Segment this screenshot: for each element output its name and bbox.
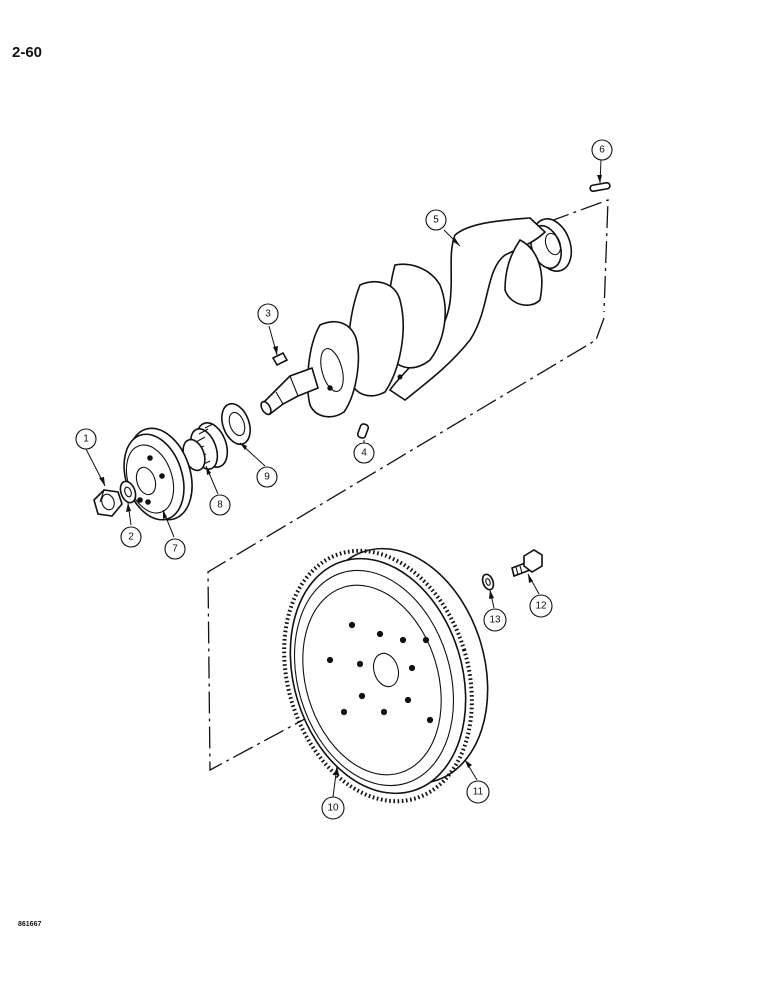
- page-number: 2-60: [12, 44, 43, 61]
- callout-9: 9: [256, 466, 278, 488]
- svg-text:9: 9: [264, 472, 270, 483]
- callout-12: 12: [529, 594, 553, 618]
- crankshaft: [260, 217, 573, 418]
- woodruff-key: [271, 351, 289, 367]
- callout-7: 7: [164, 538, 186, 560]
- callout-8: 8: [209, 494, 231, 516]
- leader-arrowheads: [99, 175, 602, 775]
- svg-text:3: 3: [265, 309, 271, 320]
- svg-text:10: 10: [327, 803, 339, 814]
- svg-text:12: 12: [535, 601, 547, 612]
- thrust-washer: [221, 402, 251, 446]
- svg-text:2: 2: [128, 532, 134, 543]
- assembly-lines: [207, 199, 609, 772]
- hex-nut: [93, 489, 123, 517]
- callout-5: 5: [425, 209, 447, 231]
- crankshaft-pulley: [123, 427, 193, 521]
- callout-3: 3: [257, 303, 279, 325]
- callout-6: 6: [591, 139, 613, 161]
- callout-1: 1: [75, 428, 97, 450]
- callout-11: 11: [466, 780, 490, 804]
- lock-washer: [481, 573, 495, 591]
- dowel-pin-front: [356, 423, 370, 439]
- crankshaft-gear: [182, 422, 229, 472]
- flywheel-bolt: [511, 549, 543, 578]
- figure-code: 861667: [18, 921, 42, 928]
- washer: [119, 480, 137, 504]
- svg-text:13: 13: [489, 615, 501, 626]
- svg-text:7: 7: [172, 544, 178, 555]
- callout-2: 2: [120, 526, 142, 548]
- callout-13: 13: [483, 608, 507, 632]
- svg-text:6: 6: [599, 145, 605, 156]
- callout-10: 10: [321, 796, 345, 820]
- svg-text:4: 4: [361, 448, 367, 459]
- svg-text:8: 8: [217, 500, 223, 511]
- ring-gear: [282, 548, 474, 804]
- svg-text:5: 5: [433, 215, 439, 226]
- dowel-pin-rear: [589, 181, 611, 193]
- callout-4: 4: [353, 442, 375, 464]
- svg-text:1: 1: [83, 434, 89, 445]
- svg-text:11: 11: [473, 787, 484, 798]
- flywheel: [289, 547, 489, 795]
